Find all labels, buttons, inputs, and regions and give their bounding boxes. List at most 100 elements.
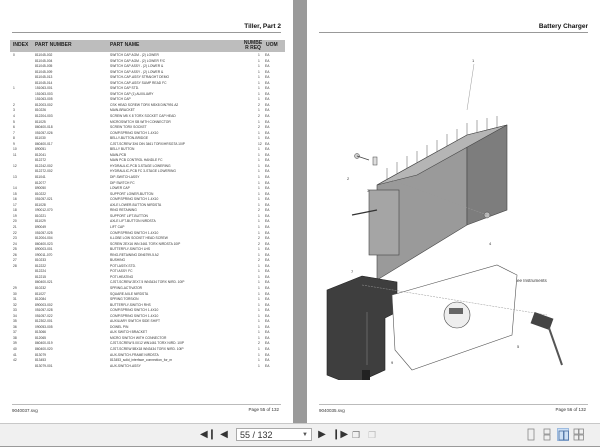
row-quantity: 1 <box>258 280 260 285</box>
row-quantity: 2 <box>258 125 260 130</box>
row-index: 8 <box>13 136 15 141</box>
row-quantity: 1 <box>258 186 260 191</box>
row-index: 3 <box>13 108 15 113</box>
row-part-name: BELLY-BUTTON-BRIDGE <box>110 136 149 141</box>
row-part-number: 860400-023 <box>35 241 53 246</box>
row-part-name: CJST-SCREW 2EX7.5 WN3434 TORX NIRD. 10IP <box>110 280 185 285</box>
row-uom: EA <box>265 313 270 318</box>
svg-text:3: 3 <box>367 188 370 193</box>
last-page-icon[interactable]: ❙▶ <box>332 429 349 440</box>
navigation-toolbar: ◀❙ ◀ 55 / 132 ▼ ▶ ❙▶ ❐ ❐ <box>0 423 600 446</box>
row-uom: EA <box>265 274 270 279</box>
row-part-number: 813453 <box>35 358 47 363</box>
single-page-view-icon[interactable] <box>525 428 537 441</box>
row-part-name: COMP.SPRING SWITCH 1.4X10 <box>110 197 159 202</box>
continuous-view-icon[interactable] <box>541 428 553 441</box>
row-index: 39 <box>13 341 17 346</box>
row-quantity: 2 <box>258 114 260 119</box>
row-uom: EA <box>265 224 270 229</box>
row-index: 42 <box>13 358 17 363</box>
row-part-name: SWITCH CAP AGM - (2) LOWER <box>110 53 159 57</box>
row-uom: EA <box>265 180 270 185</box>
row-index: 26 <box>13 252 17 257</box>
footer-page-number: Page 55 of 132 <box>248 407 279 412</box>
row-quantity: 1 <box>258 330 260 335</box>
two-page-continuous-view-icon[interactable] <box>573 428 585 441</box>
row-part-number: 812272-002 <box>35 169 53 174</box>
row-index: 21 <box>13 224 17 229</box>
row-uom: EA <box>265 97 270 102</box>
row-part-number: 890003-002 <box>35 302 53 307</box>
row-part-number: 811027 <box>35 291 46 296</box>
row-quantity: 1 <box>258 180 260 185</box>
row-uom: EA <box>265 236 270 241</box>
title-divider <box>12 32 281 33</box>
next-page-icon[interactable]: ▶ <box>318 429 326 440</box>
row-part-name: COMP.SPRING SWITCH 1.4X10 <box>110 308 159 313</box>
page-number-input[interactable]: 55 / 132 ▼ <box>236 428 312 441</box>
two-page-view-icon[interactable] <box>557 428 569 441</box>
row-quantity: 1 <box>258 75 260 80</box>
row-index: 38 <box>13 335 17 340</box>
row-uom: EA <box>265 169 270 174</box>
row-part-number: 811045-009 <box>35 69 53 74</box>
row-uom: EA <box>265 319 270 324</box>
row-index: 12 <box>13 163 17 168</box>
row-uom: EA <box>265 80 270 85</box>
battery-charger-diagram: 1 2 3 4 5 6 7 8 9 10 See Instruments <box>326 58 563 380</box>
row-part-name: BELLY BUTTON <box>110 147 135 152</box>
row-uom: EA <box>265 230 270 235</box>
row-uom: EA <box>265 114 270 119</box>
first-page-icon[interactable]: ◀❙ <box>200 429 217 440</box>
row-uom: EA <box>265 158 270 163</box>
row-part-name: CSK HEAD SCREW TORX M5X8 DIN7991 A2 <box>110 102 179 107</box>
row-part-name: MAIN PCB CONTROL HANDLE FC <box>110 158 163 163</box>
row-part-name: SWITCH CAP (1) AUXILIARY <box>110 91 154 96</box>
row-quantity: 1 <box>258 230 260 235</box>
copy-page-icon[interactable]: ❐ <box>351 430 361 440</box>
row-quantity: 1 <box>258 263 260 268</box>
prev-page-icon[interactable]: ◀ <box>220 429 228 440</box>
row-part-number: 090053-005 <box>35 324 53 329</box>
row-part-name: SWITCH CAP STD. <box>110 86 140 91</box>
row-index: 31 <box>13 297 17 302</box>
row-part-number: 151063-003 <box>35 91 53 96</box>
paste-page-icon[interactable]: ❐ <box>367 430 377 440</box>
col-index: INDEX <box>13 42 29 48</box>
row-index: 29 <box>13 285 17 290</box>
footer-divider <box>319 404 588 405</box>
row-part-name: MAIN-BRACKET <box>110 108 135 113</box>
row-part-name: COMP.SPRING SWITCH 1.4X10 <box>110 313 159 318</box>
row-uom: EA <box>265 102 270 107</box>
row-index: 20 <box>13 219 17 224</box>
row-uom: EA <box>265 130 270 135</box>
row-part-number: 811028 <box>35 202 46 207</box>
chevron-down-icon[interactable]: ▼ <box>302 432 308 438</box>
row-uom: EA <box>265 263 270 268</box>
row-part-number: 813066 <box>35 330 47 335</box>
row-uom: EA <box>265 202 270 207</box>
row-index: 32 <box>13 302 17 307</box>
row-part-number: 810222 <box>35 191 47 196</box>
row-part-name: SWITCH CAP ASSY - (2) LOWER & <box>110 64 164 69</box>
row-quantity: 1 <box>258 202 260 207</box>
row-part-number: 812041 <box>35 152 47 157</box>
row-index: 5 <box>13 119 15 124</box>
